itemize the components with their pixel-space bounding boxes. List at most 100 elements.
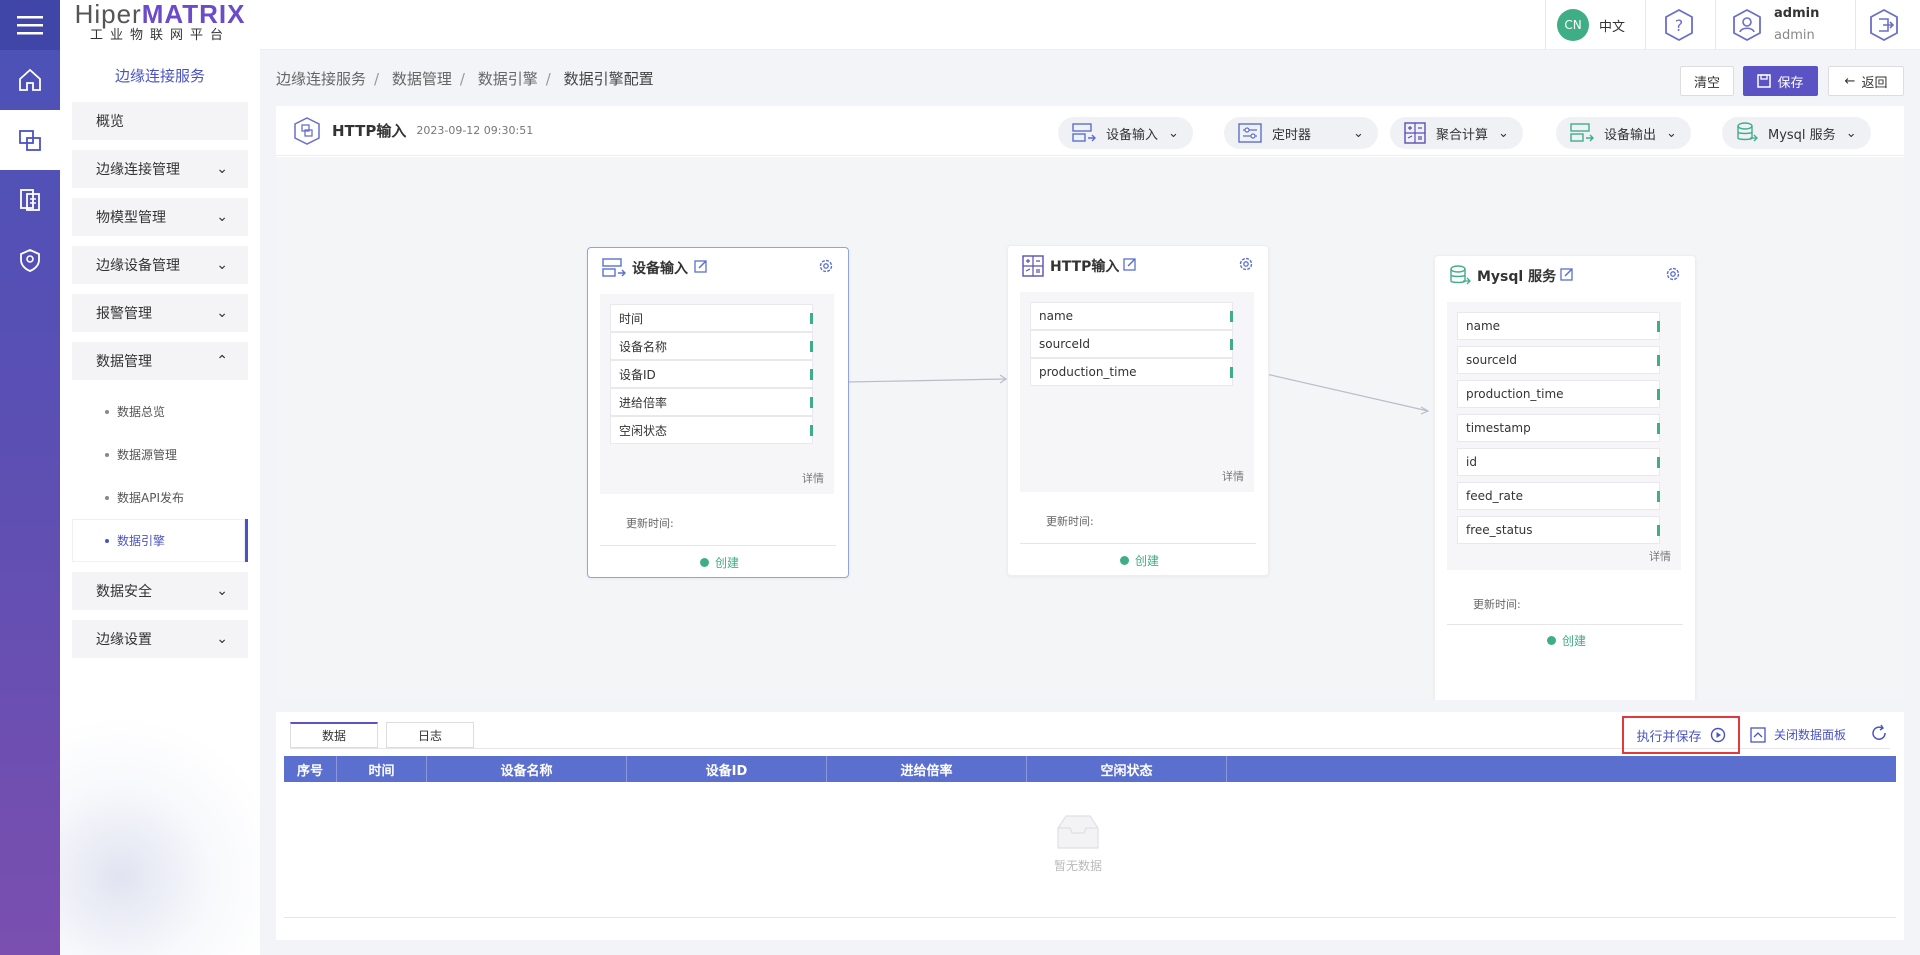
data-panel: 数据 日志 执行并保存 关闭数据面板 序号 时间 设备名称 设备ID 进给倍率 …: [276, 712, 1904, 940]
chevron-down-icon: ⌄: [1845, 125, 1857, 141]
http-input-icon: [294, 116, 320, 145]
sidebar-item-overview[interactable]: 概览: [72, 102, 248, 140]
sidebar-sub-data-engine[interactable]: 数据引擎: [72, 519, 248, 562]
save-button[interactable]: 保存: [1743, 66, 1818, 96]
chevron-down-icon: ⌄: [1666, 125, 1677, 141]
field-item[interactable]: sourceId: [1457, 346, 1660, 374]
execute-and-save-button[interactable]: 执行并保存: [1622, 716, 1740, 754]
update-time-label: 更新时间:: [626, 517, 674, 530]
calculator-icon: [1022, 255, 1044, 277]
field-item[interactable]: production_time: [1457, 380, 1660, 408]
back-button[interactable]: ←返回: [1828, 66, 1904, 96]
close-data-panel-button[interactable]: 关闭数据面板: [1750, 726, 1846, 743]
connection-icon: [19, 130, 41, 151]
field-item[interactable]: name: [1457, 312, 1660, 340]
breadcrumb-item[interactable]: 数据引擎: [477, 70, 538, 88]
refresh-button[interactable]: [1870, 724, 1888, 746]
status-badge: 创建: [1120, 552, 1159, 569]
field-item[interactable]: production_time: [1030, 358, 1233, 386]
dropdown-timer[interactable]: 定时器⌄: [1224, 117, 1378, 149]
breadcrumb: 边缘连接服务/ 数据管理/ 数据引擎/ 数据引擎配置: [276, 70, 654, 88]
detail-link[interactable]: 详情: [802, 472, 824, 485]
detail-link[interactable]: 详情: [1222, 470, 1244, 483]
column-header: 设备ID: [627, 756, 827, 782]
language-label: 中文: [1599, 19, 1626, 35]
user-icon: [1733, 8, 1761, 42]
field-item[interactable]: 空闲状态: [610, 416, 813, 444]
gear-icon[interactable]: [1238, 256, 1254, 276]
node-title: Mysql 服务: [1477, 269, 1557, 285]
field-item[interactable]: sourceId: [1030, 330, 1233, 358]
update-time-label: 更新时间:: [1473, 598, 1521, 611]
sidebar-item-edge-settings[interactable]: 边缘设置⌄: [72, 620, 248, 658]
sidebar-item-edge-connection[interactable]: 边缘连接管理⌄: [72, 150, 248, 188]
gear-icon[interactable]: [818, 258, 834, 278]
flow-canvas[interactable]: 设备输入 时间 设备名称 设备ID 进给倍率 空闲状态 详情 更新时间: 创建 …: [276, 157, 1904, 700]
language-switch[interactable]: CN 中文: [1557, 0, 1625, 50]
sidebar-sub-data-api[interactable]: 数据API发布: [60, 476, 248, 519]
user-role: admin: [1774, 28, 1815, 43]
edit-icon[interactable]: [694, 259, 708, 277]
tab-log[interactable]: 日志: [386, 722, 474, 748]
edit-icon[interactable]: [1123, 257, 1137, 275]
help-button[interactable]: ?: [1662, 0, 1696, 50]
edit-icon[interactable]: [1560, 267, 1574, 285]
column-header: 设备名称: [427, 756, 627, 782]
logout-button[interactable]: [1867, 0, 1901, 50]
database-icon: [1450, 265, 1471, 285]
field-item[interactable]: 进给倍率: [610, 388, 813, 416]
clear-button[interactable]: 清空: [1680, 66, 1734, 96]
column-header: 进给倍率: [827, 756, 1027, 782]
dropdown-device-input[interactable]: 设备输入⌄: [1058, 117, 1193, 149]
device-output-icon: [1570, 123, 1594, 142]
field-item[interactable]: name: [1030, 302, 1233, 330]
field-item[interactable]: 时间: [610, 304, 813, 332]
chevron-down-icon: ⌄: [216, 305, 228, 321]
chevron-down-icon: ⌄: [216, 583, 228, 599]
node-mysql-service[interactable]: Mysql 服务 name sourceId production_time t…: [1434, 255, 1696, 700]
breadcrumb-item[interactable]: 数据管理: [391, 70, 452, 88]
field-item[interactable]: free_status: [1457, 516, 1660, 544]
shield-icon: [20, 249, 40, 272]
sidebar-item-edge-device[interactable]: 边缘设备管理⌄: [72, 246, 248, 284]
field-item[interactable]: 设备ID: [610, 360, 813, 388]
sidebar-item-thing-model[interactable]: 物模型管理⌄: [72, 198, 248, 236]
database-icon: [1737, 122, 1758, 142]
sidebar-item-data-management[interactable]: 数据管理⌃: [72, 342, 248, 380]
table-header: 序号 时间 设备名称 设备ID 进给倍率 空闲状态: [284, 756, 1896, 782]
sidebar-sub-data-source[interactable]: 数据源管理: [60, 433, 248, 476]
collapse-icon: [1750, 726, 1766, 743]
device-input-icon: [602, 258, 626, 277]
rail-edge-connection[interactable]: [0, 110, 60, 170]
rail-home[interactable]: [0, 50, 60, 110]
tab-data[interactable]: 数据: [290, 722, 378, 748]
empty-box-icon: [1057, 815, 1099, 849]
left-rail: [0, 0, 60, 955]
sidebar-title: 边缘连接服务: [114, 67, 205, 85]
field-item[interactable]: 设备名称: [610, 332, 813, 360]
play-icon: [1710, 727, 1725, 743]
hamburger-menu-button[interactable]: [0, 0, 60, 50]
sidebar: 边缘连接服务 概览 边缘连接管理⌄ 物模型管理⌄ 边缘设备管理⌄ 报警管理⌄ 数…: [60, 50, 260, 955]
sidebar-sub-data-overview[interactable]: 数据总览: [60, 390, 248, 433]
breadcrumb-item[interactable]: 边缘连接服务: [276, 70, 367, 88]
node-device-input[interactable]: 设备输入 时间 设备名称 设备ID 进给倍率 空闲状态 详情 更新时间: 创建: [587, 247, 849, 578]
gear-icon[interactable]: [1665, 266, 1681, 286]
field-item[interactable]: id: [1457, 448, 1660, 476]
device-input-icon: [1072, 123, 1096, 142]
rail-document[interactable]: [0, 170, 60, 230]
field-item[interactable]: timestamp: [1457, 414, 1660, 442]
chevron-up-icon: ⌃: [216, 353, 228, 369]
sidebar-item-alarm[interactable]: 报警管理⌄: [72, 294, 248, 332]
dropdown-mysql[interactable]: Mysql 服务⌄: [1722, 117, 1871, 149]
dropdown-device-output[interactable]: 设备输出⌄: [1556, 117, 1691, 149]
sidebar-item-data-security[interactable]: 数据安全⌄: [72, 572, 248, 610]
field-item[interactable]: feed_rate: [1457, 482, 1660, 510]
detail-link[interactable]: 详情: [1649, 550, 1671, 563]
svg-text:?: ?: [1675, 16, 1684, 35]
node-http-input[interactable]: HTTP输入 name sourceId production_time 详情 …: [1007, 245, 1269, 576]
panel-header: HTTP输入 2023-09-12 09:30:51 设备输入⌄ 定时器⌄ 聚合…: [276, 106, 1904, 156]
dropdown-aggregate[interactable]: 聚合计算⌄: [1390, 117, 1523, 149]
rail-security[interactable]: [0, 230, 60, 290]
